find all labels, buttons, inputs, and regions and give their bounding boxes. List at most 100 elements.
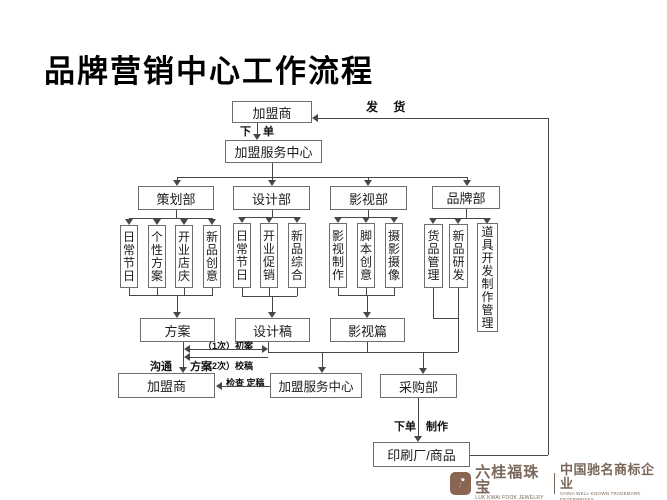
trademark-cn: 中国驰名商标企业 <box>559 462 655 491</box>
connector-line <box>157 288 158 295</box>
arrow-down-icon <box>253 134 261 140</box>
connector-line <box>367 342 368 352</box>
order-label-left: 下 <box>240 126 251 138</box>
arrow-down-icon <box>362 217 370 223</box>
brand-text-block: 六桂福珠宝 LUK KWAI FOOK JEWELRY <box>475 465 549 500</box>
arrow-down-icon <box>180 219 188 225</box>
connector-line <box>367 295 368 312</box>
connector-line <box>470 455 548 456</box>
brand-logo-icon <box>450 471 472 495</box>
order-make-label-left: 下单 <box>394 421 416 433</box>
dept-design-box: 设计部 <box>233 186 310 210</box>
connector-line <box>433 288 434 318</box>
arrow-down-icon <box>179 367 187 373</box>
brand-glyph-icon <box>457 478 465 489</box>
connector-line <box>418 398 419 436</box>
purchasing-dept-box: 采购部 <box>380 374 457 398</box>
arrow-down-icon <box>268 312 276 318</box>
planning-item-box: 个性方案 <box>148 225 166 288</box>
check-label: 检查 定稿 <box>226 378 265 388</box>
video-item-box: 摄影摄像 <box>385 223 403 288</box>
design-item-box: 开业促销 <box>260 223 278 288</box>
connector-line <box>423 352 424 368</box>
arrow-down-icon <box>364 180 372 186</box>
connector-line <box>366 288 367 295</box>
connector-line <box>176 210 177 218</box>
trademark-text-block: 中国驰名商标企业 CHINA WELL-KNOWN TRADEMARK ENTE… <box>560 463 667 500</box>
trademark-en: CHINA WELL-KNOWN TRADEMARK ENTERPRISES <box>559 491 641 500</box>
connector-line <box>184 288 185 295</box>
connector-line <box>177 177 178 180</box>
arrow-left-icon <box>184 345 190 353</box>
connector-line <box>368 177 369 180</box>
connector-line <box>394 288 395 295</box>
arrow-down-icon <box>414 436 422 442</box>
connector-line <box>212 288 213 295</box>
order-make-label-right: 制作 <box>426 421 448 433</box>
connector-line <box>177 295 178 312</box>
planning-item-box: 日常节日 <box>120 225 138 288</box>
arrow-down-icon <box>153 219 161 225</box>
page-title: 品牌营销中心工作流程 <box>44 54 374 89</box>
connector-line <box>322 352 323 367</box>
arrow-down-icon <box>363 312 371 318</box>
arrow-down-icon <box>268 180 276 186</box>
arrow-down-icon <box>334 217 342 223</box>
connector-line <box>338 288 339 295</box>
brand-name-en: LUK KWAI FOOK JEWELRY <box>475 495 544 500</box>
connector-line <box>129 295 213 296</box>
brand-item-box: 道具开发制作管理 <box>477 223 498 332</box>
connector-line <box>268 342 269 352</box>
franchisee-bottom-box: 加盟商 <box>118 373 215 398</box>
connector-line <box>269 288 270 296</box>
service-center-bottom-box: 加盟服务中心 <box>270 373 362 398</box>
connector-line <box>268 352 458 353</box>
connector-line <box>242 296 297 297</box>
brand-item-box: 新品研发 <box>449 224 468 288</box>
connector-line <box>222 386 270 387</box>
arrow-down-icon <box>390 217 398 223</box>
print-factory-box: 印刷厂/商品 <box>373 442 470 467</box>
brand-item-box: 货品管理 <box>424 224 443 288</box>
arrow-down-icon <box>265 217 273 223</box>
arrow-down-icon <box>419 368 427 374</box>
connector-line <box>242 288 243 296</box>
connector-line <box>183 342 184 367</box>
footer-divider <box>554 472 555 494</box>
comm-label-right: 方案 <box>190 361 212 373</box>
connector-line <box>433 318 458 319</box>
dept-video-box: 影视部 <box>330 186 407 210</box>
franchisee-top-box: 加盟商 <box>232 101 312 123</box>
plan-box: 方案 <box>140 318 215 342</box>
arrow-down-icon <box>318 367 326 373</box>
arrow-down-icon <box>173 180 181 186</box>
order-label-right: 单 <box>263 126 274 138</box>
dept-brand-box: 品牌部 <box>432 186 500 209</box>
connector-line <box>338 295 395 296</box>
design-item-box: 日常节日 <box>233 223 251 288</box>
connector-line <box>458 288 459 352</box>
connector-line <box>318 118 548 119</box>
arrow-down-icon <box>208 219 216 225</box>
arrow-down-icon <box>429 218 437 224</box>
connector-line <box>272 296 273 312</box>
service-center-box: 加盟服务中心 <box>225 140 322 163</box>
connector-line <box>272 210 273 217</box>
design-draft-box: 设计稿 <box>235 318 310 342</box>
arrow-right-icon <box>262 345 268 353</box>
arrow-left-icon <box>184 353 190 361</box>
arrow-down-icon <box>173 312 181 318</box>
comm-label-left: 沟通 <box>150 361 172 373</box>
video-item-box: 影视制作 <box>329 223 347 288</box>
arrow-left-icon <box>216 382 222 390</box>
arrow-left-icon <box>312 114 318 122</box>
connector-line <box>190 349 262 350</box>
review-1-label: （1次）初案 <box>203 341 254 351</box>
connector-line <box>129 288 130 295</box>
connector-line <box>257 123 258 134</box>
connector-line <box>177 177 467 178</box>
connector-line <box>467 177 468 180</box>
connector-line <box>368 210 369 217</box>
connector-line <box>548 118 549 455</box>
